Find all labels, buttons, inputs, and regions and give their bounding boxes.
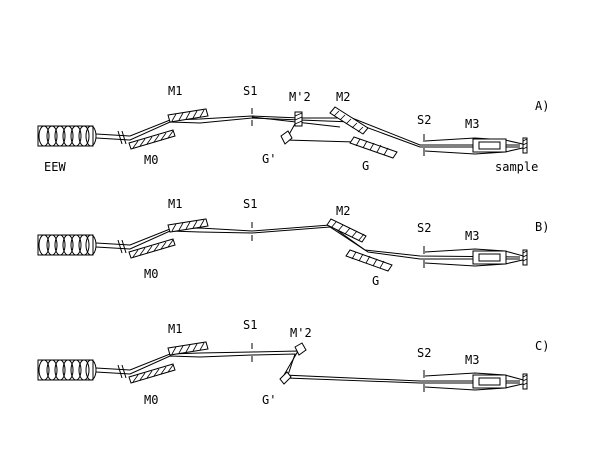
- label-m1-c: M1: [168, 322, 182, 336]
- sample-b: [522, 249, 528, 266]
- label-s1-a: S1: [243, 84, 257, 98]
- label-m0-a: M0: [144, 153, 158, 167]
- label-gprime-a: G': [262, 152, 276, 166]
- panel-tag-b: B): [535, 220, 549, 234]
- label-eew: EEW: [44, 160, 66, 174]
- label-m0-b: M0: [144, 267, 158, 281]
- panel-tag-c: C): [535, 339, 549, 353]
- label-m3-b: M3: [465, 229, 479, 243]
- label-m2-b: M2: [336, 204, 350, 218]
- label-m3-c: M3: [465, 353, 479, 367]
- mirror-m2prime-c: [294, 342, 307, 356]
- beam-path-b: [95, 224, 528, 267]
- label-s2-a: S2: [417, 113, 431, 127]
- panel-c: M0 M1 S1 M'2 G' S2 M3 C): [37, 318, 549, 407]
- mirror-m3-a: [472, 138, 507, 153]
- panel-a: EEW M0 M1 S1 M'2 M2 G' G S2 M3 sample A): [37, 84, 549, 174]
- eew-coils: [37, 125, 97, 147]
- label-s1-c: S1: [243, 318, 257, 332]
- label-m2-a: M2: [336, 90, 350, 104]
- label-s2-c: S2: [417, 346, 431, 360]
- label-s2-b: S2: [417, 221, 431, 235]
- mirror-m0-b: [128, 238, 176, 259]
- mirror-m1-a: [167, 108, 209, 123]
- label-m0-c: M0: [144, 393, 158, 407]
- mirror-m2-a: [329, 106, 369, 135]
- label-m1-a: M1: [168, 84, 182, 98]
- grating-g-a: [349, 136, 398, 159]
- mirror-m1-b: [167, 218, 209, 233]
- label-m3-a: M3: [465, 117, 479, 131]
- mirror-m0-a: [128, 129, 176, 150]
- mirror-m2prime-a: [294, 111, 303, 127]
- mirror-m2-b: [326, 218, 367, 243]
- eew-coils-c: [37, 359, 97, 381]
- grating-gprime-a: [280, 130, 293, 145]
- mirror-m3-c: [472, 374, 507, 389]
- beam-path-c: [95, 350, 528, 391]
- label-gprime-c: G': [262, 393, 276, 407]
- mirror-m0-c: [128, 363, 176, 384]
- panel-tag-a: A): [535, 99, 549, 113]
- label-s1-b: S1: [243, 197, 257, 211]
- label-m2prime-c: M'2: [290, 326, 312, 340]
- sample-a: [522, 137, 528, 154]
- grating-gprime-c: [279, 371, 292, 385]
- mirror-m1-c: [167, 341, 209, 356]
- grating-g-b: [345, 249, 393, 272]
- sample-c: [522, 373, 528, 390]
- label-g-a: G: [362, 159, 369, 173]
- label-m1-b: M1: [168, 197, 182, 211]
- eew-coils-b: [37, 234, 97, 256]
- label-m2prime-a: M'2: [289, 90, 311, 104]
- label-g-b: G: [372, 274, 379, 288]
- label-sample: sample: [495, 160, 538, 174]
- mirror-m3-b: [472, 250, 507, 265]
- panel-b: M0 M1 S1 M2 G S2 M3 B): [37, 197, 549, 288]
